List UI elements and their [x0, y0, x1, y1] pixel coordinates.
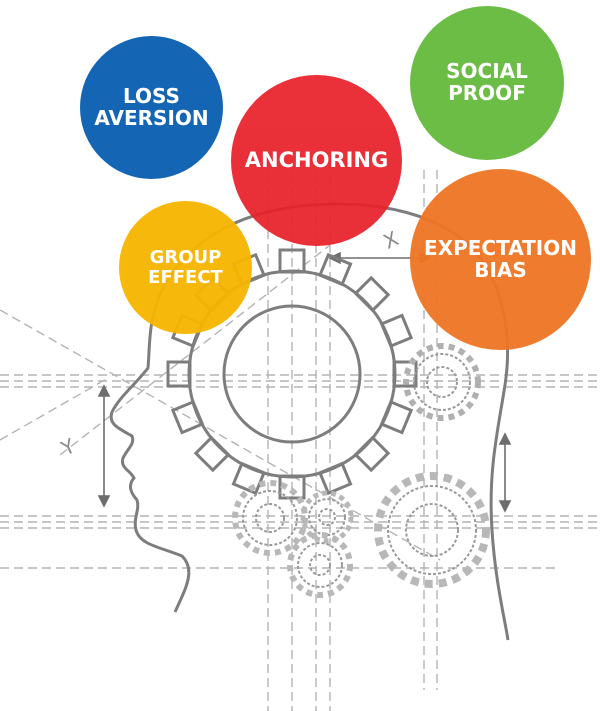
bubble-expectation-bias: EXPECTATION BIAS [410, 169, 591, 350]
bubble-label: EFFECT [148, 266, 223, 288]
bubble-label: GROUP [149, 247, 222, 269]
bubble-anchoring: ANCHORING [231, 75, 402, 246]
bubble-label: BIAS [474, 257, 527, 282]
gear-icon [300, 490, 354, 544]
bubble-loss-aversion: LOSS AVERSION [80, 36, 223, 179]
human-head-outline [109, 202, 510, 641]
bubble-label: AVERSION [94, 105, 209, 130]
gear-icon [403, 343, 481, 421]
bubble-label: SOCIAL [446, 59, 528, 84]
bubble-group-effect: GROUP EFFECT [119, 201, 252, 334]
bubble-label: EXPECTATION [424, 235, 577, 260]
gear-icon [374, 472, 490, 588]
bubble-social-proof: SOCIAL PROOF [410, 6, 564, 160]
bubble-label: PROOF [448, 81, 526, 105]
gear-icon [232, 480, 308, 556]
bubble-label: ANCHORING [244, 148, 389, 173]
gear-icon [287, 532, 353, 598]
bubble-label: LOSS [123, 83, 180, 108]
